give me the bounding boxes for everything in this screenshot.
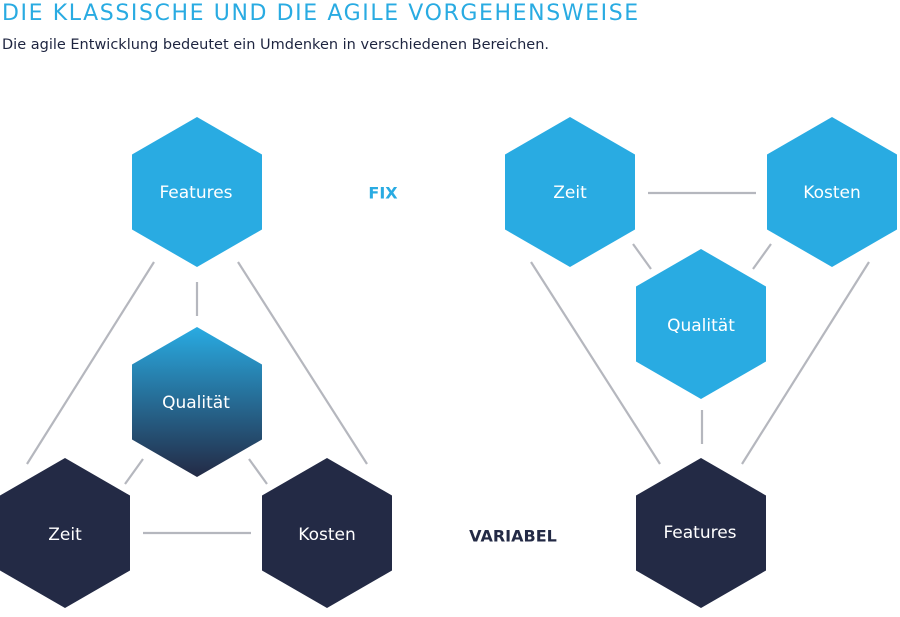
connector-quality-time bbox=[124, 458, 144, 485]
agile-approach: Zeit Kosten Qualität Features bbox=[505, 117, 897, 608]
connector-cost-quality-agile bbox=[752, 243, 772, 270]
connector-quality-cost bbox=[248, 458, 268, 485]
hexagon-agile-time: Zeit bbox=[505, 117, 635, 267]
connector-time-quality-agile bbox=[632, 243, 652, 270]
agile-connectors bbox=[530, 191, 870, 465]
hexagon-classic-cost: Kosten bbox=[262, 458, 392, 608]
hexagon-classic-time-label: Zeit bbox=[48, 525, 82, 545]
hexagon-agile-cost-label: Kosten bbox=[803, 183, 860, 203]
hexagon-classic-quality: Qualität bbox=[132, 327, 262, 477]
hexagon-agile-features-label: Features bbox=[663, 523, 736, 543]
hexagon-agile-quality: Qualität bbox=[636, 249, 766, 399]
hexagon-agile-cost: Kosten bbox=[767, 117, 897, 267]
row-label-variabel: VARIABEL bbox=[469, 527, 557, 546]
classic-approach: Features Qualität Zeit Kosten bbox=[0, 117, 392, 608]
classic-connectors bbox=[26, 261, 368, 535]
hexagon-classic-features: Features bbox=[132, 117, 262, 267]
connector-time-features-agile bbox=[530, 261, 661, 465]
hexagon-agile-quality-label: Qualität bbox=[667, 316, 735, 336]
hexagon-agile-time-label: Zeit bbox=[553, 183, 587, 203]
hexagon-agile-features: Features bbox=[636, 458, 766, 608]
connector-features-cost bbox=[237, 261, 368, 465]
connector-features-time bbox=[26, 261, 155, 465]
page-subtitle: Die agile Entwicklung bedeutet ein Umden… bbox=[2, 37, 549, 53]
hexagon-classic-cost-label: Kosten bbox=[298, 525, 355, 545]
hexagon-classic-quality-label: Qualität bbox=[162, 393, 230, 413]
connector-cost-features-agile bbox=[741, 261, 870, 465]
page-title: DIE KLASSISCHE UND DIE AGILE VORGEHENSWE… bbox=[2, 1, 640, 26]
hexagon-classic-time: Zeit bbox=[0, 458, 130, 608]
hexagon-classic-features-label: Features bbox=[159, 183, 232, 203]
row-label-fix: FIX bbox=[368, 184, 398, 203]
